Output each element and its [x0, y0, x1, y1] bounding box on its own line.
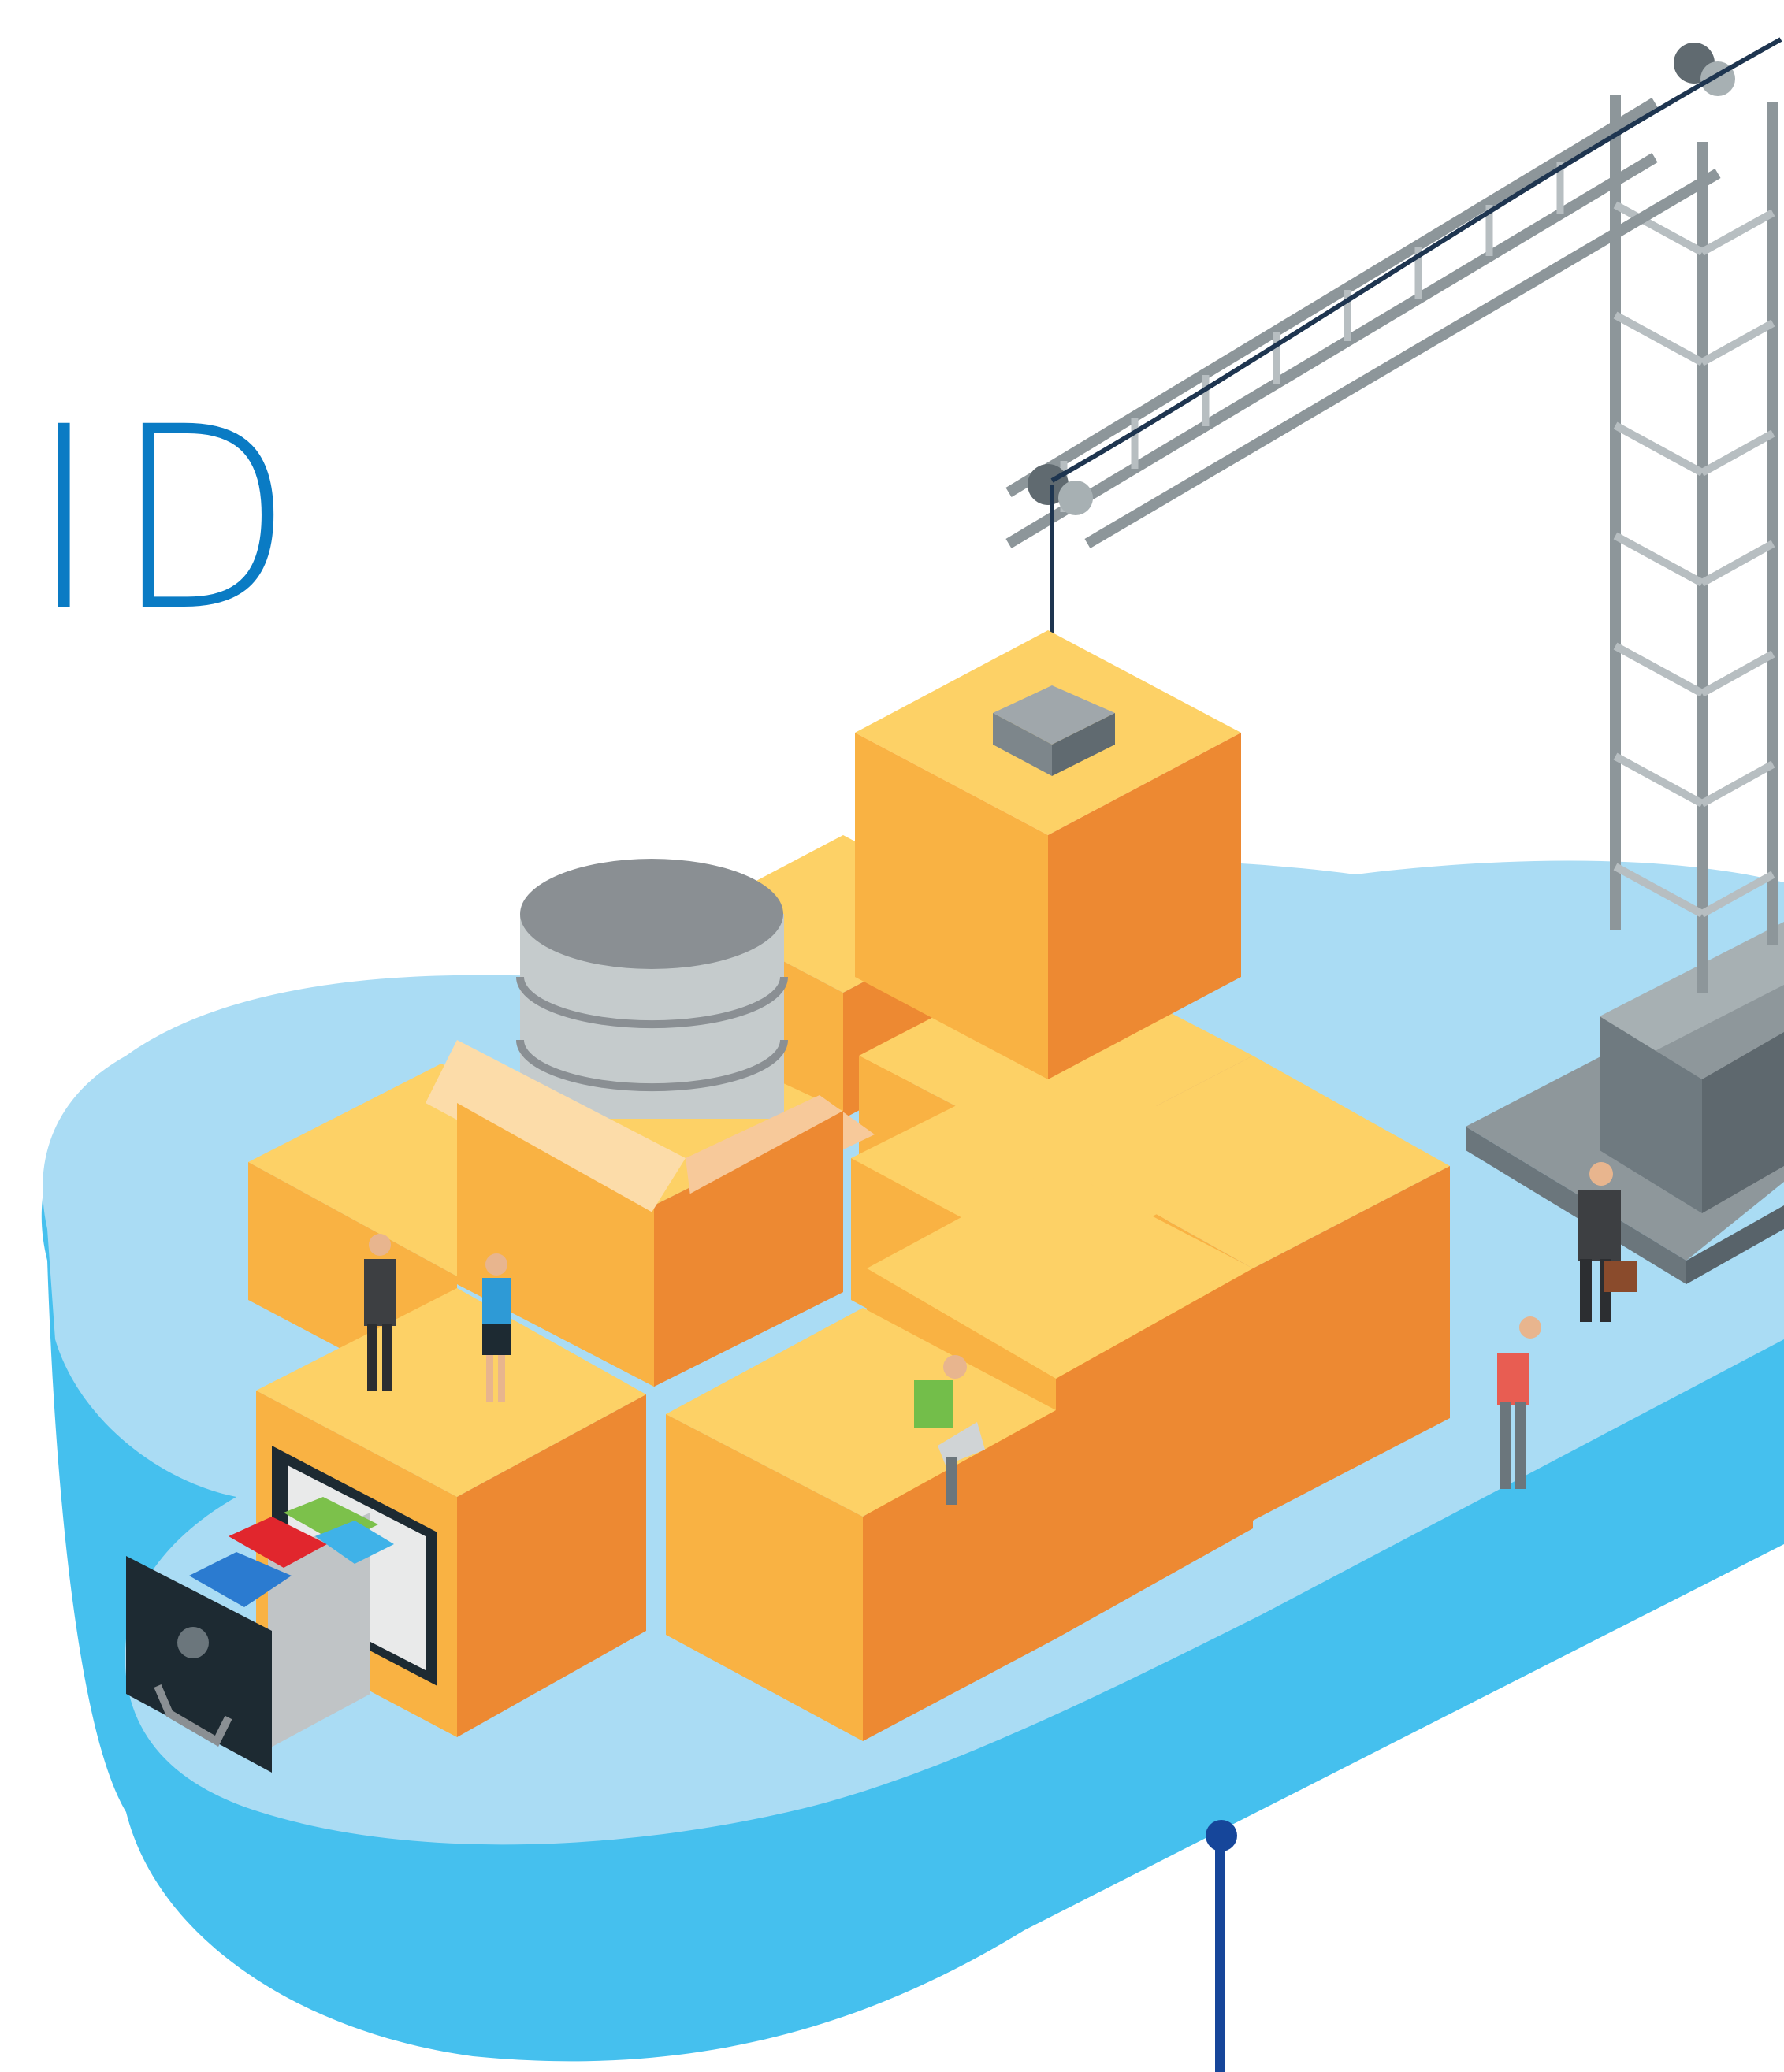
briefcase-icon — [1604, 1261, 1637, 1292]
person-figure-icon — [364, 1162, 1637, 1505]
person-woman — [482, 1253, 511, 1402]
lock-icon — [177, 1627, 209, 1658]
filing-cabinet-drawer-icon — [126, 1446, 437, 1773]
open-box-flaps — [426, 1040, 875, 1387]
person-red-shirt — [1497, 1316, 1541, 1489]
box-lifted — [855, 630, 1241, 1079]
page-heading: ID — [30, 373, 309, 667]
crane-cable — [1050, 37, 1782, 483]
crane-hook-block — [993, 685, 1115, 776]
person-businessman-briefcase — [1578, 1162, 1637, 1322]
person-laptop-user — [914, 1355, 985, 1505]
tower-crane-icon — [1005, 37, 1784, 1284]
cable-connector-icon — [1206, 1820, 1237, 2072]
crane-base-block — [1600, 922, 1784, 1079]
database-cylinder-icon — [516, 859, 788, 1119]
crane-jib — [1005, 98, 1721, 549]
drawer-folders — [189, 1497, 394, 1607]
person-businessman — [364, 1234, 396, 1391]
drawer-handle-icon — [154, 1684, 232, 1747]
crane-jib-pulley — [1028, 464, 1069, 505]
